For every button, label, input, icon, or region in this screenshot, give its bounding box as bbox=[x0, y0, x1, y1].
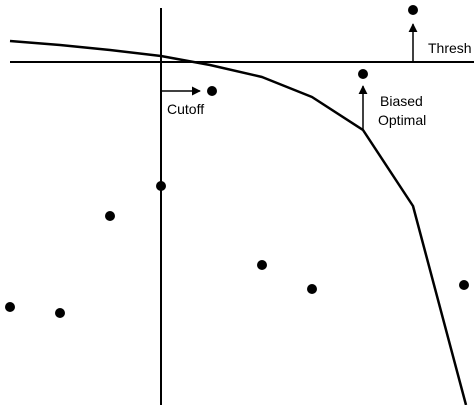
optimal-curve bbox=[9, 39, 468, 405]
cutoff-label: Cutoff bbox=[167, 101, 204, 117]
data-point bbox=[105, 211, 115, 221]
data-point bbox=[408, 5, 418, 15]
data-point bbox=[459, 280, 469, 290]
biased-optimal-label-line1: Biased bbox=[380, 93, 423, 109]
data-point bbox=[307, 284, 317, 294]
data-point bbox=[257, 260, 267, 270]
threshold-label: Thresh bbox=[428, 40, 472, 56]
data-point bbox=[55, 308, 65, 318]
biased-optimal-label-line2: Optimal bbox=[378, 112, 426, 128]
data-point bbox=[5, 302, 15, 312]
data-point bbox=[358, 69, 368, 79]
data-point bbox=[156, 181, 166, 191]
data-point bbox=[207, 86, 217, 96]
